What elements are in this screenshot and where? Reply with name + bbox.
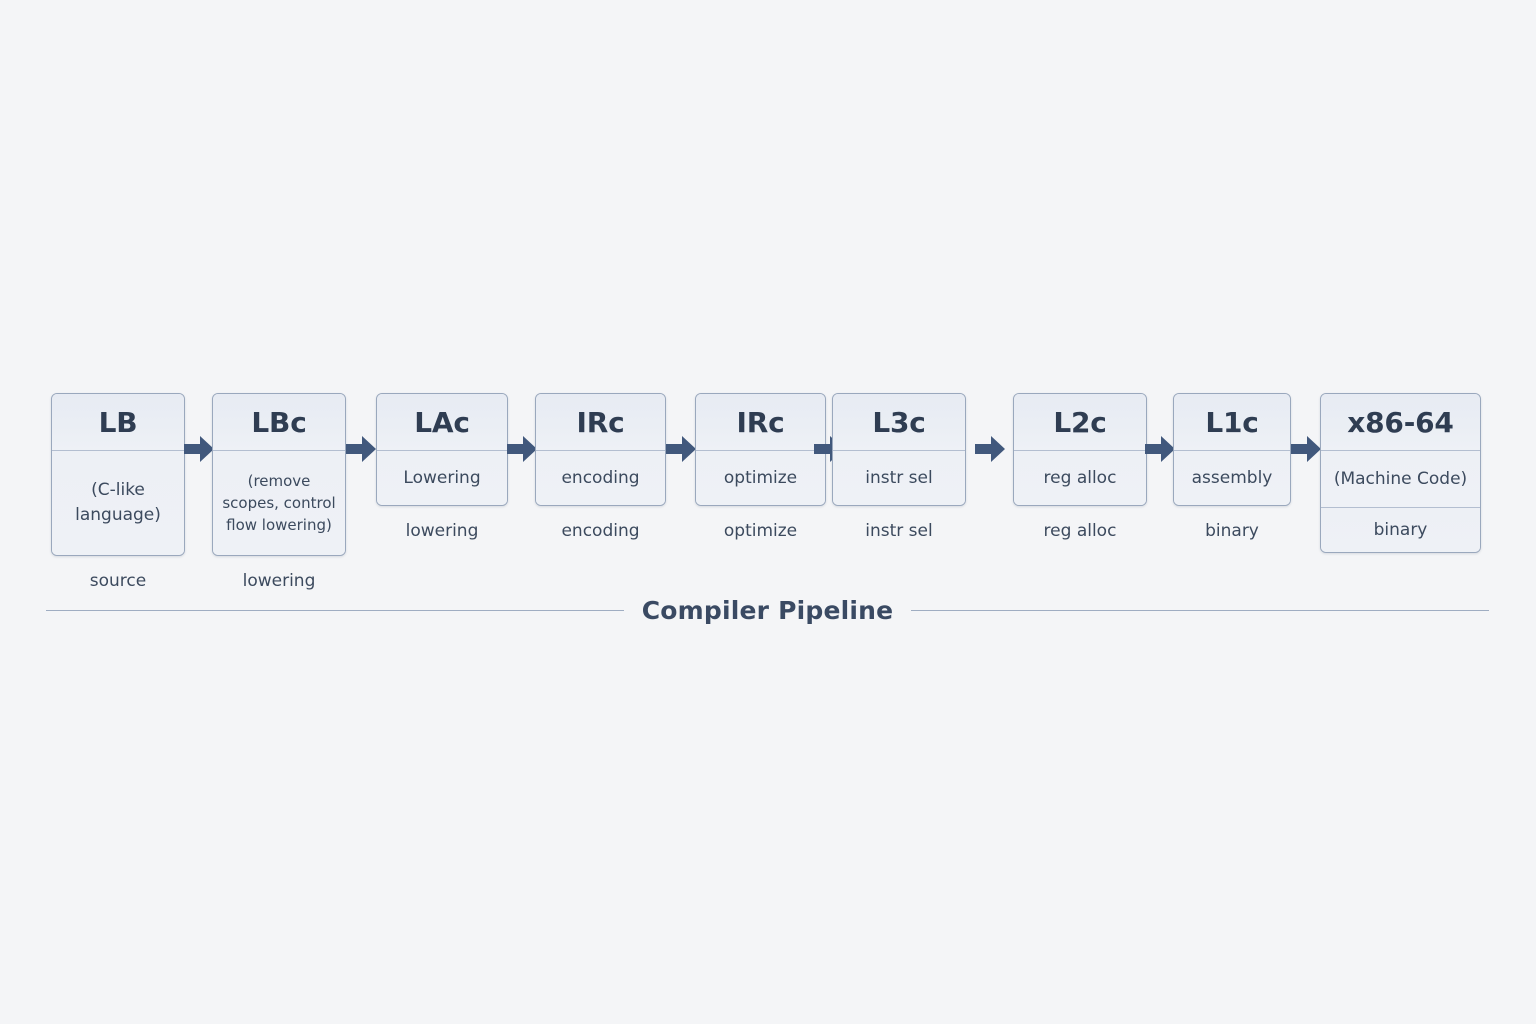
stage-title-irc-optimize: IRc: [696, 394, 825, 451]
stage-caption-irc-encoding: encoding: [561, 521, 640, 541]
arrow-right-icon: [506, 435, 537, 463]
arrow-right-icon: [1145, 435, 1175, 463]
stage-caption-lac: lowering: [405, 521, 479, 541]
stage-extra-x86-64: binary: [1321, 507, 1480, 552]
stage-title-lbc: LBc: [213, 394, 345, 451]
stage-box-lb[interactable]: LB(C-like language): [51, 393, 185, 556]
stage-subtitle-lac: Lowering: [377, 451, 507, 505]
pipeline-footer: Compiler Pipeline: [46, 596, 1490, 625]
stage-title-l2c: L2c: [1014, 394, 1146, 451]
stage-subtitle-lbc: (remove scopes, control flow lowering): [213, 451, 345, 555]
arrow-right-icon: [1290, 435, 1321, 463]
stage-subtitle-x86-64: (Machine Code): [1321, 451, 1480, 507]
stage-box-x86-64[interactable]: x86-64(Machine Code)binary: [1320, 393, 1481, 553]
stage-caption-l1c: binary: [1205, 521, 1259, 541]
footer-rule-right: [911, 610, 1490, 611]
stage-subtitle-irc-optimize: optimize: [696, 451, 825, 505]
compiler-pipeline-row: LB(C-like language) source LBc(remove scop…: [51, 393, 1485, 593]
stage-title-irc-encoding: IRc: [536, 394, 665, 451]
arrow-right-icon: [974, 435, 1005, 463]
stage-title-l1c: L1c: [1174, 394, 1290, 451]
stage-title-lb: LB: [52, 394, 184, 451]
stage-caption-l2c: reg alloc: [1043, 521, 1117, 541]
arrow-right-icon: [346, 435, 376, 463]
stage-caption-lbc: lowering: [242, 571, 316, 591]
stage-caption-irc-optimize: optimize: [723, 521, 798, 541]
stage-caption-l3c: instr sel: [865, 521, 933, 541]
stage-subtitle-l2c: reg alloc: [1014, 451, 1146, 505]
stage-box-lbc[interactable]: LBc(remove scopes, control flow lowering…: [212, 393, 346, 556]
arrow-right-icon: [183, 435, 214, 463]
stage-title-l3c: L3c: [833, 394, 965, 451]
stage-subtitle-irc-encoding: encoding: [536, 451, 665, 505]
stage-title-x86-64: x86-64: [1321, 394, 1480, 451]
pipeline-title: Compiler Pipeline: [641, 596, 894, 625]
stage-subtitle-l3c: instr sel: [833, 451, 965, 505]
arrow-right-icon: [665, 435, 696, 463]
stage-subtitle-lb: (C-like language): [52, 451, 184, 555]
stage-title-lac: LAc: [377, 394, 507, 451]
stage-subtitle-l1c: assembly: [1174, 451, 1290, 505]
stage-caption-lb: source: [89, 571, 147, 591]
footer-rule-left: [46, 610, 624, 611]
